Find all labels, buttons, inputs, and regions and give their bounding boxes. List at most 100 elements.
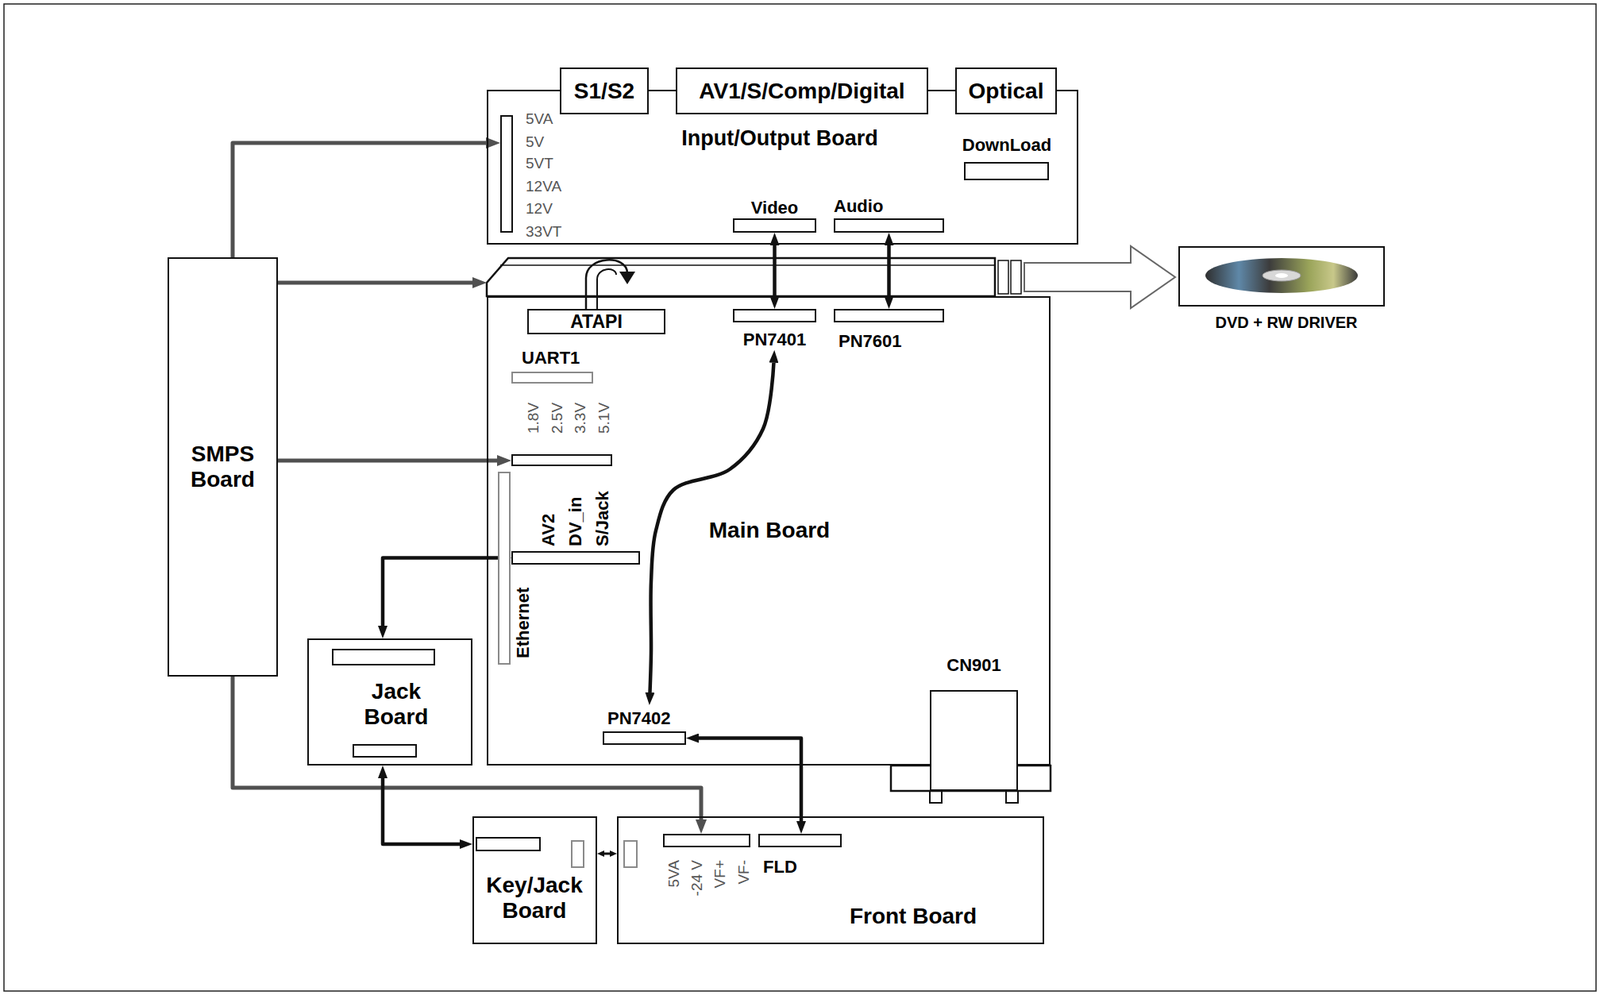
connector-label: PN7401 (743, 329, 807, 350)
board-title: Front Board (849, 903, 977, 930)
io-board: Input/Output BoardS1/S2AV1/S/Comp/Digita… (486, 89, 1079, 245)
outline (1178, 246, 1385, 307)
connector: Audio (833, 195, 945, 233)
outline (602, 731, 687, 745)
connector: UART1 (511, 346, 594, 384)
drive-box: DVD + RW DRIVER (1178, 246, 1385, 334)
drive-edge (500, 264, 995, 267)
outline (963, 161, 1049, 181)
connector: PN7601 (833, 308, 945, 352)
board-title: SMPS Board (175, 441, 271, 493)
main-board: Main BoardATAPIPN7401PN7601UART11.8V2.5V… (486, 296, 1051, 766)
signal-arrow (772, 245, 777, 297)
connector-label: Audio (833, 196, 883, 216)
io-port-box: S1/S2 (559, 67, 649, 115)
pin-label: 5.1V (595, 402, 614, 434)
power-arrow (277, 458, 498, 463)
connector: FLD (758, 833, 842, 880)
connector-label: S/Jack (592, 490, 613, 547)
outline (497, 471, 511, 665)
power-arrow (232, 676, 702, 820)
outline (511, 551, 640, 565)
outline (758, 833, 842, 848)
board-connector (476, 837, 540, 851)
drive-tab (1010, 260, 1022, 294)
outline (833, 218, 945, 233)
board-connector (353, 744, 417, 757)
disc-hub (1262, 269, 1301, 282)
board-connector (332, 649, 435, 665)
connector-label: Ethernet (512, 587, 533, 659)
power-connector: 5VA-24 VVF+VF- (663, 833, 751, 922)
io-port-box: Optical (955, 67, 1057, 115)
power-arrow (277, 281, 473, 286)
signal-arrow (382, 558, 499, 627)
pin-label: 5VT (525, 154, 554, 173)
board-title: Key/Jack Board (478, 872, 590, 924)
board-connector (624, 840, 637, 868)
cable-loop (586, 259, 628, 309)
connector-label: DVD + RW DRIVER (1214, 313, 1358, 332)
connector: DownLoad (959, 133, 1055, 181)
connector: PN7402 (602, 705, 687, 745)
board-title: S1/S2 (574, 77, 635, 104)
connector-label: PN7601 (838, 331, 903, 351)
ethernet-connector: Ethernet (497, 471, 538, 665)
signal-arrow (604, 852, 610, 856)
outline (929, 690, 1018, 791)
smps-board: SMPS Board (167, 257, 278, 677)
connector-label: DV_in (565, 497, 586, 547)
pin-label: -24 V (688, 859, 706, 896)
disc-hole (1275, 273, 1288, 278)
cable-loop (597, 269, 617, 309)
connector-label: ATAPI (570, 311, 623, 332)
board-connector (571, 840, 584, 868)
board-title: Input/Output Board (681, 126, 878, 151)
outline (511, 454, 613, 467)
power-arrow (232, 142, 486, 258)
disc-image (1205, 258, 1358, 294)
connector-foot (929, 790, 942, 803)
power-connector: 5VA5V5VT12VA12V33VT (500, 108, 572, 240)
pin-label: 5V (525, 133, 544, 151)
connector-label: DownLoad (962, 134, 1052, 155)
connector-label: AV2 (538, 513, 559, 547)
board-title: AV1/S/Comp/Digital (698, 77, 905, 104)
board-title: Jack Board (348, 678, 444, 730)
page-frame (3, 3, 1597, 991)
signal-arrow (886, 245, 891, 297)
hollow-arrow (1024, 246, 1176, 309)
outline (500, 115, 513, 233)
connector: CN901 (929, 652, 1018, 791)
front-board: Front Board 5VA-24 VVF+VF- FLD (616, 816, 1045, 945)
outline (511, 371, 594, 384)
pin-label: 5VA (525, 110, 554, 128)
connector-label: UART1 (521, 347, 580, 368)
connector: AV2 DV_in S/Jack (511, 474, 640, 565)
connector-label: CN901 (946, 655, 1001, 675)
outline (732, 218, 817, 233)
pin-label: 1.8V (524, 402, 543, 434)
outline (833, 308, 945, 323)
connector-foot (1006, 790, 1018, 803)
connector: PN7401 (732, 308, 817, 351)
outline (732, 308, 817, 323)
board-title: Main Board (709, 517, 830, 544)
connector-label: FLD (763, 856, 798, 877)
key-jack-board: Key/Jack Board (472, 816, 598, 945)
connector: Video (732, 196, 817, 233)
connector-label: Video (751, 197, 799, 218)
outline (663, 833, 751, 848)
pin-label: 12V (525, 200, 553, 218)
board-title: Optical (968, 77, 1045, 104)
pin-label: VF- (735, 859, 753, 885)
drive-body (486, 258, 995, 297)
pin-label: 3.3V (571, 402, 590, 434)
connector-label: PN7402 (607, 708, 671, 729)
pin-label: 12VA (525, 177, 562, 196)
drive-tab (998, 260, 1009, 294)
connector: ATAPI (527, 308, 666, 335)
signal-arrow (382, 778, 460, 845)
cable-arrowhead (619, 271, 636, 285)
jack-board: Jack Board (307, 638, 473, 766)
